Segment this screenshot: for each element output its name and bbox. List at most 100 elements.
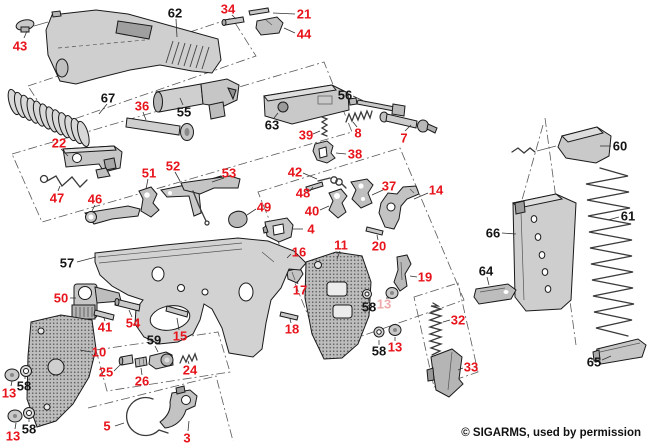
leader-line-48 <box>309 186 314 192</box>
part-label-47: 47 <box>50 191 64 206</box>
hammer-spring-illustration <box>427 302 444 356</box>
leader-line-5 <box>114 422 125 427</box>
part-label-52: 52 <box>166 159 180 174</box>
leader-line-49 <box>246 208 257 216</box>
part-label-53: 53 <box>222 166 236 181</box>
leader-line-21 <box>272 12 296 15</box>
leader-line-10 <box>79 349 92 353</box>
leader-line-66 <box>501 232 517 235</box>
leader-line-53 <box>211 177 225 183</box>
decock-spring-illustration <box>317 176 347 189</box>
leader-line-3 <box>187 420 190 432</box>
front-sight-illustration <box>15 19 49 33</box>
leader-line-14 <box>413 192 429 200</box>
part-label-26: 26 <box>135 374 149 389</box>
leader-line-51 <box>145 178 149 190</box>
part-label-8: 8 <box>354 126 361 141</box>
part-label-44: 44 <box>297 27 312 42</box>
leader-line-37 <box>371 189 384 196</box>
leader-line-56 <box>352 95 367 103</box>
takedown-plate-illustration <box>262 217 294 243</box>
leader-line-44 <box>283 27 296 34</box>
safety-lock-illustration <box>312 140 336 164</box>
leader-line-65 <box>601 355 612 361</box>
magazine-follower-illustration <box>511 126 612 164</box>
leader-line-55 <box>179 97 184 106</box>
part-label-7: 7 <box>400 131 407 146</box>
part-label-20: 20 <box>372 239 386 254</box>
leader-line-39 <box>312 130 321 135</box>
sear-illustration <box>138 186 160 218</box>
part-label-24: 24 <box>183 363 198 378</box>
part-label-58: 58 <box>362 300 376 315</box>
part-label-5: 5 <box>103 419 110 434</box>
frame-illustration <box>94 237 307 358</box>
leader-line-62 <box>175 18 178 38</box>
magazine-tube-illustration <box>511 193 577 312</box>
part-label-13: 13 <box>388 340 402 355</box>
leader-line-32 <box>442 319 451 323</box>
leader-line-58 <box>367 298 370 302</box>
hammer-strut-illustration <box>393 254 412 292</box>
leader-line-34 <box>231 14 237 20</box>
part-label-51: 51 <box>142 166 156 181</box>
barrel-illustration <box>153 78 240 120</box>
part-label-10: 10 <box>92 345 106 360</box>
part-label-67: 67 <box>101 91 115 106</box>
leader-line-40 <box>319 205 330 211</box>
leader-line-63 <box>273 112 279 119</box>
part-label-50: 50 <box>54 291 68 306</box>
lever-pin-illustration <box>279 311 299 321</box>
trigger-illustration <box>159 385 198 429</box>
leader-line-24 <box>187 360 190 365</box>
grip-screw-washer-illustrations-left <box>4 365 35 423</box>
part-label-21: 21 <box>297 7 311 22</box>
magazine-spacer-illustration <box>473 283 517 305</box>
part-label-57: 57 <box>60 256 74 271</box>
part-label-32: 32 <box>451 313 465 328</box>
leader-line-17 <box>296 280 299 285</box>
leader-line-18 <box>289 318 292 324</box>
decocking-lever-bearing-illustration <box>328 188 348 219</box>
locking-insert-illustration <box>62 145 123 179</box>
part-label-13: 13 <box>377 297 391 312</box>
leader-line-26 <box>140 367 143 376</box>
part-label-39: 39 <box>299 128 313 143</box>
leader-line-46 <box>91 204 96 212</box>
leader-line-19 <box>409 275 418 278</box>
part-label-58: 58 <box>22 422 36 437</box>
part-label-42: 42 <box>288 165 302 180</box>
sear-lever-illustration <box>350 178 374 209</box>
frame-pin-illustrations <box>93 298 141 321</box>
part-label-46: 46 <box>88 192 102 207</box>
leader-line-59 <box>154 345 159 353</box>
firing-pin-illustration <box>356 99 406 117</box>
leader-line-36 <box>142 111 147 121</box>
part-label-3: 3 <box>183 431 190 446</box>
leader-line-52 <box>174 171 181 182</box>
part-label-40: 40 <box>305 204 319 219</box>
part-label-11: 11 <box>334 238 348 253</box>
part-label-14: 14 <box>429 183 444 198</box>
leader-line-38 <box>335 152 347 155</box>
slide-catch-illustration <box>180 175 241 226</box>
leader-line-13 <box>14 422 17 430</box>
firing-pin-spring-illustration <box>345 109 373 123</box>
firing-pin-assembly-illustration <box>379 111 438 134</box>
part-label-65: 65 <box>587 355 601 370</box>
part-label-18: 18 <box>285 322 299 337</box>
part-label-66: 66 <box>486 226 500 241</box>
slide-illustration <box>45 9 222 85</box>
copyright-notice: © SIGARMS, used by permission <box>461 427 641 439</box>
sight-pin-illustrations <box>221 7 270 26</box>
part-label-34: 34 <box>221 2 236 17</box>
part-label-13: 13 <box>6 429 20 444</box>
rear-sight-illustration <box>255 16 284 36</box>
leader-line-16 <box>286 253 292 259</box>
leader-line-7 <box>404 124 412 132</box>
part-label-49: 49 <box>257 200 271 215</box>
part-label-48: 48 <box>296 186 310 201</box>
hammer-illustration <box>378 185 420 230</box>
leader-line-47 <box>57 185 61 192</box>
